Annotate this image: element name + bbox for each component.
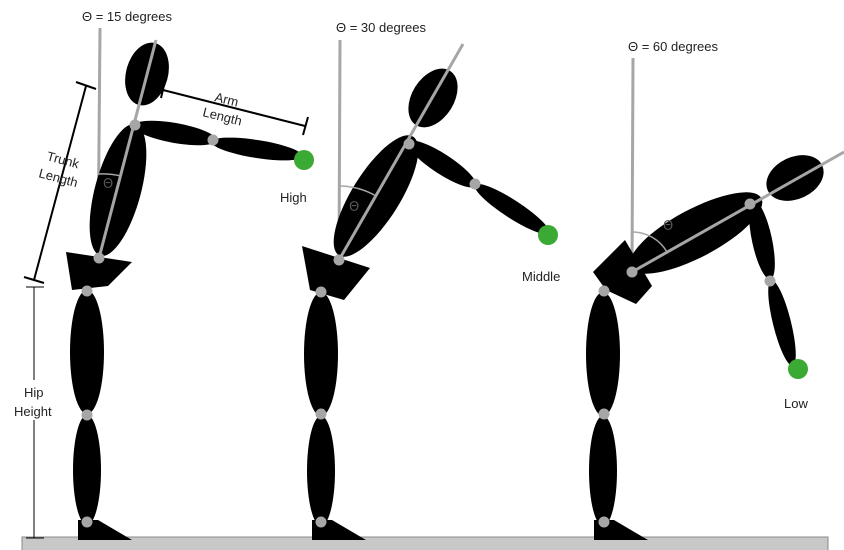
head (759, 146, 831, 209)
trunk-line (632, 152, 844, 272)
target-dot (538, 225, 558, 245)
elbow-joint (470, 179, 481, 190)
height-label: Middle (522, 269, 560, 284)
trunk-length-dimension: Trunk Length (24, 82, 96, 283)
figure-high: Θ = 15 degrees High Θ (66, 9, 314, 540)
theta-symbol: Θ (663, 219, 673, 234)
hip-top-joint (599, 286, 610, 297)
shin (73, 415, 101, 525)
angle-label: Θ = 30 degrees (336, 20, 426, 35)
target-dot (788, 359, 808, 379)
pelvis (302, 246, 370, 300)
thigh (304, 292, 338, 416)
knee-joint (82, 410, 93, 421)
hip-height-dimension: Hip Height (10, 287, 62, 538)
ankle-joint (316, 517, 327, 528)
shoulder-joint (404, 139, 415, 150)
hip-label-line2: Height (14, 404, 52, 419)
shin (307, 416, 335, 526)
theta-symbol: Θ (103, 177, 113, 192)
figure-middle: Θ = 30 degrees Middle Θ (302, 20, 560, 540)
hip-joint (334, 255, 345, 266)
shin (589, 416, 617, 526)
height-label: High (280, 190, 307, 205)
hip-label-line1: Hip (24, 385, 44, 400)
thigh (70, 290, 104, 414)
hip-joint (94, 253, 105, 264)
elbow-joint (208, 135, 219, 146)
figure-low: Θ = 60 degrees Low Θ (586, 39, 844, 540)
ankle-joint (82, 517, 93, 528)
knee-joint (316, 409, 327, 420)
angle-label: Θ = 15 degrees (82, 9, 172, 24)
thigh (586, 292, 620, 416)
floor (22, 537, 828, 550)
trunk-line (339, 44, 463, 260)
forearm (210, 133, 304, 165)
vertical-reference-line (632, 58, 633, 272)
target-dot (294, 150, 314, 170)
theta-symbol: Θ (349, 200, 359, 215)
forearm (763, 278, 802, 368)
elbow-joint (765, 276, 776, 287)
shoulder-joint (745, 199, 756, 210)
knee-joint (599, 409, 610, 420)
angle-label: Θ = 60 degrees (628, 39, 718, 54)
shoulder-joint (130, 120, 141, 131)
height-label: Low (784, 396, 808, 411)
hip-top-joint (82, 286, 93, 297)
hip-top-joint (316, 287, 327, 298)
hip-joint (627, 267, 638, 278)
ankle-joint (599, 517, 610, 528)
